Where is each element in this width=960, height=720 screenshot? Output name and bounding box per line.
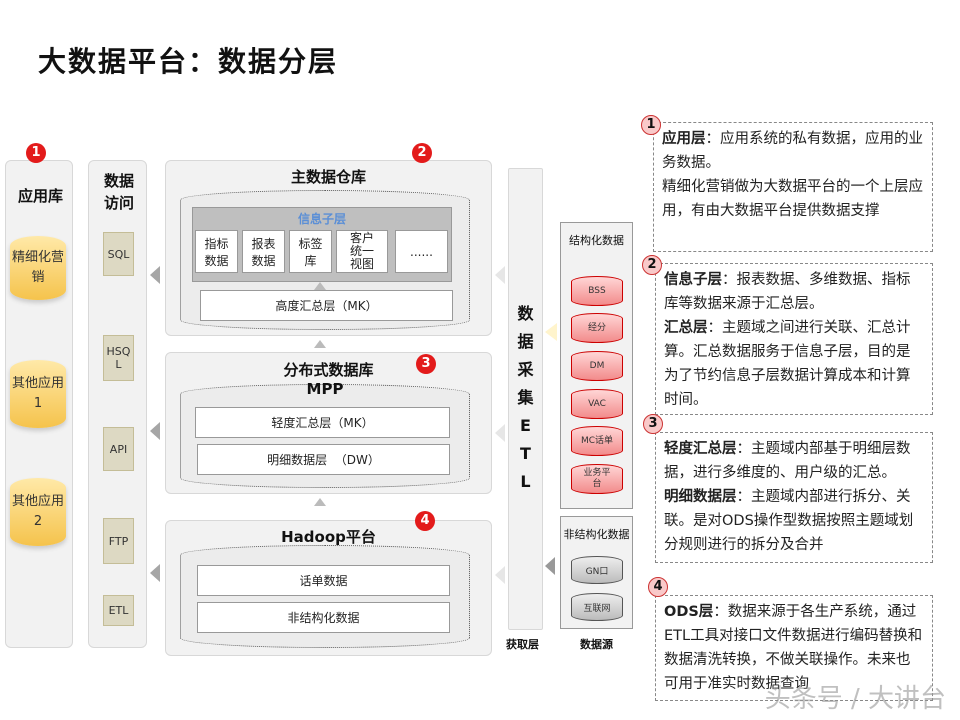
badge-3: 3 bbox=[416, 354, 436, 374]
arrow-up-icon bbox=[314, 498, 326, 506]
badge-2: 2 bbox=[642, 255, 662, 275]
page-title: 大数据平台：数据分层 bbox=[38, 45, 339, 78]
arrow-left-icon bbox=[150, 564, 160, 582]
badge-4: 4 bbox=[415, 511, 435, 531]
info-item: 标签库 bbox=[289, 230, 332, 273]
source-db: 经分 bbox=[571, 313, 623, 343]
badge-1: 1 bbox=[641, 115, 661, 135]
hadoop-title: Hadoop平台 bbox=[281, 528, 376, 546]
app-db-cylinder: 其他应用2 bbox=[10, 478, 66, 546]
note-term: 汇总层 bbox=[664, 320, 708, 336]
source-db: VAC bbox=[571, 389, 623, 419]
arrow-left-icon bbox=[495, 566, 505, 584]
acquisition-layer-label: 获取层 bbox=[506, 638, 539, 651]
access-hsql: HSQL bbox=[103, 335, 134, 381]
data-access-title: 数据访问 bbox=[104, 172, 135, 212]
note-text: ：主题域之间进行关联、汇总计算。汇总数据服务于信息子层，目的是为了节约信息子层数… bbox=[664, 320, 911, 408]
arrow-left-icon bbox=[495, 266, 505, 284]
data-source-label: 数据源 bbox=[580, 638, 613, 651]
unstructured-data-title: 非结构化数据 bbox=[563, 528, 630, 541]
note-term: 轻度汇总层 bbox=[664, 441, 737, 457]
etl-char: 集 bbox=[517, 388, 534, 407]
note-text: ：主题域内部基于明细层数据，进行多维度的、用户级的汇总。 bbox=[664, 441, 911, 481]
etl-char: L bbox=[520, 472, 531, 491]
note-text: 精细化营销做为大数据平台的一个上层应用，有由大数据平台提供数据支撑 bbox=[662, 179, 923, 219]
arrow-up-icon bbox=[314, 340, 326, 348]
etl-char: E bbox=[520, 416, 531, 435]
note-text: ：主题域内部进行拆分、关联。是对ODS操作型数据按照主题域划分规则进行的拆分及合… bbox=[664, 489, 914, 553]
badge-1: 1 bbox=[26, 143, 46, 163]
source-db: GN口 bbox=[571, 556, 623, 584]
badge-3: 3 bbox=[643, 414, 663, 434]
high-summary-layer: 高度汇总层（MK） bbox=[200, 290, 453, 321]
note-2: 信息子层：报表数据、多维数据、指标库等数据来源于汇总层。汇总层：主题域之间进行关… bbox=[655, 263, 933, 415]
note-term: ODS层 bbox=[664, 604, 714, 620]
structured-data-title: 结构化数据 bbox=[569, 234, 624, 247]
etl-char: T bbox=[520, 444, 531, 463]
watermark: 头条号 / 大讲台 bbox=[764, 684, 946, 714]
arrow-left-icon bbox=[150, 422, 160, 440]
app-db-cylinder: 其他应用1 bbox=[10, 360, 66, 428]
note-3: 轻度汇总层：主题域内部基于明细层数据，进行多维度的、用户级的汇总。明细数据层：主… bbox=[655, 432, 933, 563]
app-layer-title: 应用库 bbox=[18, 187, 64, 205]
note-term: 明细数据层 bbox=[664, 489, 737, 505]
info-item: 报表数据 bbox=[242, 230, 285, 273]
detail-data-layer: 明细数据层 （DW） bbox=[197, 444, 450, 475]
call-record-data: 话单数据 bbox=[197, 565, 450, 596]
etl-bar bbox=[508, 168, 543, 630]
source-db: BSS bbox=[571, 276, 623, 306]
arrow-left-icon bbox=[495, 424, 505, 442]
source-db: DM bbox=[571, 351, 623, 381]
access-sql: SQL bbox=[103, 232, 134, 276]
note-1: 应用层：应用系统的私有数据，应用的业务数据。精细化营销做为大数据平台的一个上层应… bbox=[653, 122, 933, 252]
badge-2: 2 bbox=[412, 143, 432, 163]
note-text: ：数据来源于各生产系统，通过ETL工具对接口文件数据进行编码替换和数据清洗转换，… bbox=[664, 604, 923, 692]
arrow-left-icon bbox=[150, 266, 160, 284]
arrow-up-icon bbox=[314, 282, 326, 290]
info-item: ...... bbox=[395, 230, 448, 273]
etl-char: 据 bbox=[517, 332, 534, 351]
note-text: ：应用系统的私有数据，应用的业务数据。 bbox=[662, 131, 923, 171]
light-summary-layer: 轻度汇总层（MK） bbox=[195, 407, 450, 438]
etl-char: 数 bbox=[517, 304, 534, 323]
access-ftp: FTP bbox=[103, 518, 134, 564]
info-item: 客户统一视图 bbox=[336, 230, 388, 273]
warehouse-title: 主数据仓库 bbox=[290, 168, 366, 186]
source-db: 业务平台 bbox=[571, 464, 623, 494]
note-term: 信息子层 bbox=[664, 272, 722, 288]
source-db: MC话单 bbox=[571, 426, 623, 456]
info-item: 指标数据 bbox=[195, 230, 238, 273]
unstructured-data: 非结构化数据 bbox=[197, 602, 450, 633]
app-db-cylinder: 精细化营销 bbox=[10, 236, 66, 300]
distributed-title: 分布式数据库 bbox=[283, 361, 374, 379]
etl-char: 采 bbox=[517, 360, 534, 379]
note-4: ODS层：数据来源于各生产系统，通过ETL工具对接口文件数据进行编码替换和数据清… bbox=[655, 595, 933, 701]
note-text: ：报表数据、多维数据、指标库等数据来源于汇总层。 bbox=[664, 272, 911, 312]
note-term: 应用层 bbox=[662, 131, 706, 147]
arrow-left-icon bbox=[545, 323, 557, 341]
arrow-left-icon bbox=[545, 557, 555, 575]
source-db: 互联网 bbox=[571, 593, 623, 621]
badge-4: 4 bbox=[648, 577, 668, 597]
access-etl: ETL bbox=[103, 595, 134, 626]
info-sublayer-title: 信息子层 bbox=[297, 212, 346, 226]
mpp-title: MPP bbox=[306, 380, 344, 398]
access-api: API bbox=[103, 427, 134, 471]
